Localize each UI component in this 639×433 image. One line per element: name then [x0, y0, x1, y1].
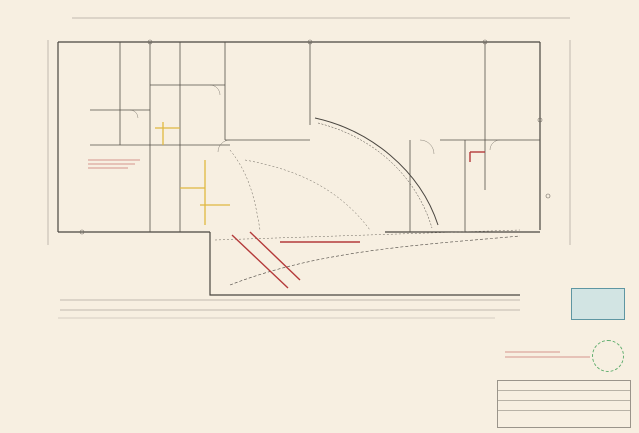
- grid-markers: [79, 39, 551, 235]
- room-schedule-column-2: [142, 322, 214, 416]
- room-schedule: [62, 322, 392, 422]
- title-block-row: [498, 391, 630, 401]
- room-row: [222, 399, 294, 408]
- interior-walls: [90, 42, 540, 232]
- room-row: [142, 407, 214, 416]
- room-row: [62, 407, 134, 416]
- room-row: [142, 373, 214, 382]
- room-row: [62, 348, 134, 357]
- room-row: [142, 331, 214, 340]
- room-row: [62, 365, 134, 374]
- room-row: [222, 382, 294, 391]
- room-row: [62, 390, 134, 399]
- room-row: [142, 348, 214, 357]
- room-row: [142, 399, 214, 408]
- room-row: [62, 356, 134, 365]
- room-row: [142, 390, 214, 399]
- title-block: [497, 380, 631, 428]
- room-row: [142, 356, 214, 365]
- room-row: [142, 382, 214, 391]
- room-row: [62, 399, 134, 408]
- highlight-walls: [155, 122, 230, 225]
- room-row: [222, 348, 294, 357]
- room-row: [142, 322, 214, 331]
- canopy-outline: [214, 149, 521, 241]
- room-row: [62, 331, 134, 340]
- curved-facade: [229, 117, 521, 286]
- room-row: [142, 365, 214, 374]
- title-block-row: [498, 381, 630, 391]
- room-row: [222, 373, 294, 382]
- room-row: [142, 339, 214, 348]
- ramp-marking: [231, 151, 485, 289]
- red-annotations: [88, 159, 590, 358]
- exterior-walls: [57, 41, 541, 296]
- door-swings: [129, 84, 501, 155]
- title-block-row: [498, 411, 630, 420]
- room-row: [222, 356, 294, 365]
- room-row: [222, 390, 294, 399]
- room-row: [222, 339, 294, 348]
- title-block-row: [498, 401, 630, 411]
- room-row: [62, 339, 134, 348]
- dimension-lines: [47, 17, 571, 311]
- room-row: [222, 365, 294, 374]
- round-seal-stamp: [592, 340, 624, 372]
- room-schedule-column-1: [62, 322, 134, 416]
- room-row: [62, 373, 134, 382]
- room-row: [222, 322, 294, 331]
- room-schedule-column-3: [222, 322, 294, 407]
- room-row: [62, 322, 134, 331]
- room-row: [222, 331, 294, 340]
- approval-stamp: [571, 288, 625, 320]
- room-row: [62, 382, 134, 391]
